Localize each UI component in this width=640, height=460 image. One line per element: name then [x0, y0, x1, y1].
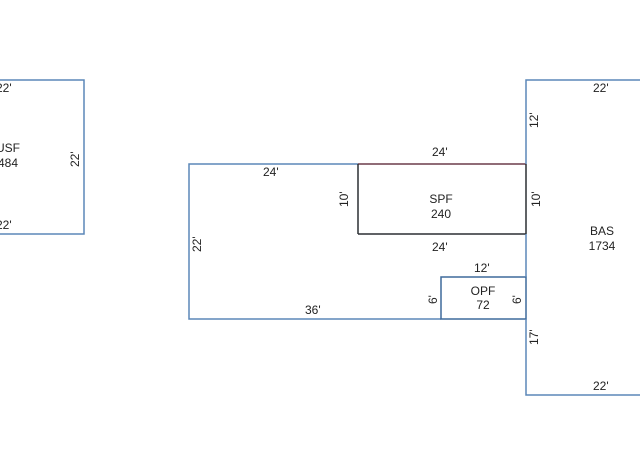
- opf-area-code: OPF: [471, 284, 496, 298]
- spf-area: SPF 240 24' 24' 10' 10': [337, 145, 543, 254]
- spf-area-value: 240: [431, 207, 451, 221]
- usf-outline: [0, 79, 85, 235]
- spf-right-dimension: 10': [529, 191, 543, 207]
- opf-left-dimension: 6': [426, 295, 440, 304]
- spf-top-dimension: 24': [432, 145, 448, 159]
- usf-right-dimension: 22': [68, 151, 82, 167]
- main-area: 24' 22' 36': [188, 163, 441, 320]
- usf-top-dimension: 22': [0, 81, 12, 95]
- opf-area-value: 72: [476, 298, 490, 312]
- opf-top-dimension: 12': [474, 261, 490, 275]
- main-left-dimension: 22': [190, 236, 204, 252]
- bas-area-value: 1734: [589, 239, 616, 253]
- bas-top-dimension: 22': [593, 81, 609, 95]
- main-top-dimension: 24': [263, 165, 279, 179]
- opf-area: OPF 72 12' 6' 6': [426, 261, 527, 320]
- bas-area: BAS 1734 22' 22' 12' 17': [525, 79, 640, 396]
- usf-area-value: 484: [0, 156, 18, 170]
- usf-area-code: USF: [0, 141, 20, 155]
- main-area-outline: [188, 163, 441, 320]
- bas-area-code: BAS: [590, 224, 614, 238]
- bas-outline: [525, 79, 640, 396]
- usf-area: USF 484 22' 22' 22': [0, 79, 85, 235]
- spf-bottom-dimension: 24': [432, 240, 448, 254]
- bas-bottom-dimension: 22': [593, 379, 609, 393]
- bas-left-upper-dimension: 12': [527, 112, 541, 128]
- spf-area-code: SPF: [429, 192, 452, 206]
- opf-right-dimension: 6': [510, 295, 524, 304]
- bas-left-lower-dimension: 17': [527, 329, 541, 345]
- usf-bottom-dimension: 22': [0, 218, 12, 232]
- spf-left-dimension: 10': [337, 191, 351, 207]
- opf-outline: [440, 276, 527, 320]
- main-bottom-dimension: 36': [305, 303, 321, 317]
